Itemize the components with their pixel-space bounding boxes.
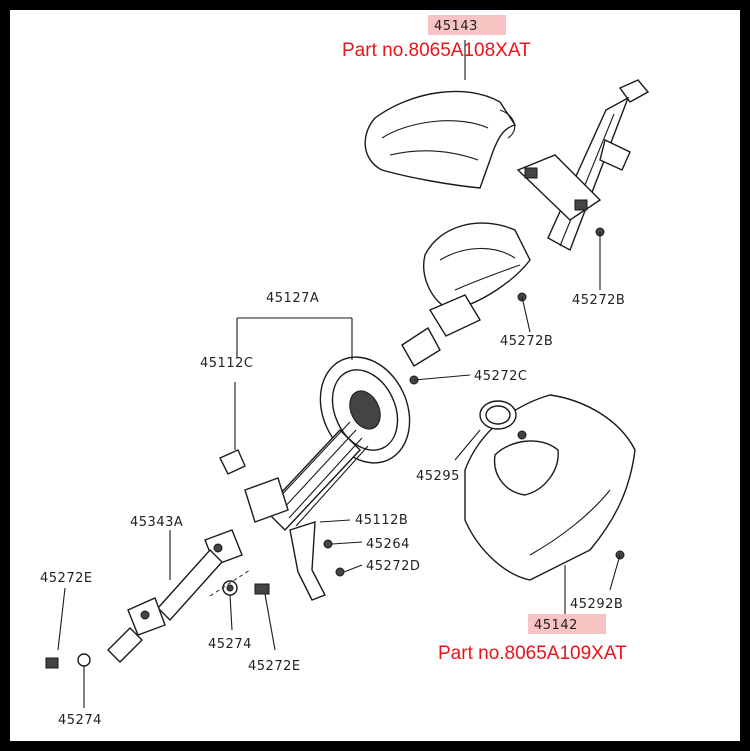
label-45274-bottom: 45274 — [58, 713, 102, 728]
ring-45295 — [479, 400, 517, 430]
label-45295: 45295 — [416, 469, 460, 484]
label-45112c: 45112C — [200, 356, 253, 371]
intermediate-joint — [401, 294, 481, 367]
highlight-45143 — [428, 15, 506, 35]
highlight-45142 — [528, 614, 606, 634]
label-45142: 45142 — [534, 618, 578, 633]
label-45272e-left: 45272E — [40, 571, 93, 586]
upper-column-cover — [364, 90, 517, 189]
label-45272e-bottom: 45272E — [248, 659, 301, 674]
part-number-lower: Part no.8065A109XAT — [438, 643, 627, 664]
steering-column-diagram: 45143 Part no.8065A108XAT 45127A 45112C … — [40, 15, 650, 728]
lower-shaft — [107, 529, 243, 663]
fasteners — [45, 227, 625, 669]
tilt-bracket — [423, 222, 531, 311]
label-45272d: 45272D — [366, 559, 420, 574]
label-45292b: 45292B — [570, 597, 623, 612]
label-45272b-upper: 45272B — [572, 293, 625, 308]
label-45264: 45264 — [366, 537, 410, 552]
label-45127a: 45127A — [266, 291, 319, 306]
label-45272c: 45272C — [474, 369, 527, 384]
steering-shaft-upper — [516, 79, 650, 251]
bracket-45112c — [219, 449, 246, 475]
bracket-45112b — [289, 521, 326, 601]
diagram-frame: 45143 Part no.8065A108XAT 45127A 45112C … — [10, 10, 740, 741]
label-45112b: 45112B — [355, 513, 408, 528]
label-45343a: 45343A — [130, 515, 183, 530]
column-tube-assembly — [244, 356, 411, 532]
label-45274-middle: 45274 — [208, 637, 252, 652]
label-45272b-lower: 45272B — [500, 334, 553, 349]
leader-lines — [57, 40, 621, 708]
label-45143: 45143 — [434, 19, 478, 34]
lower-column-cover — [464, 394, 636, 581]
part-number-upper: Part no.8065A108XAT — [342, 40, 531, 61]
